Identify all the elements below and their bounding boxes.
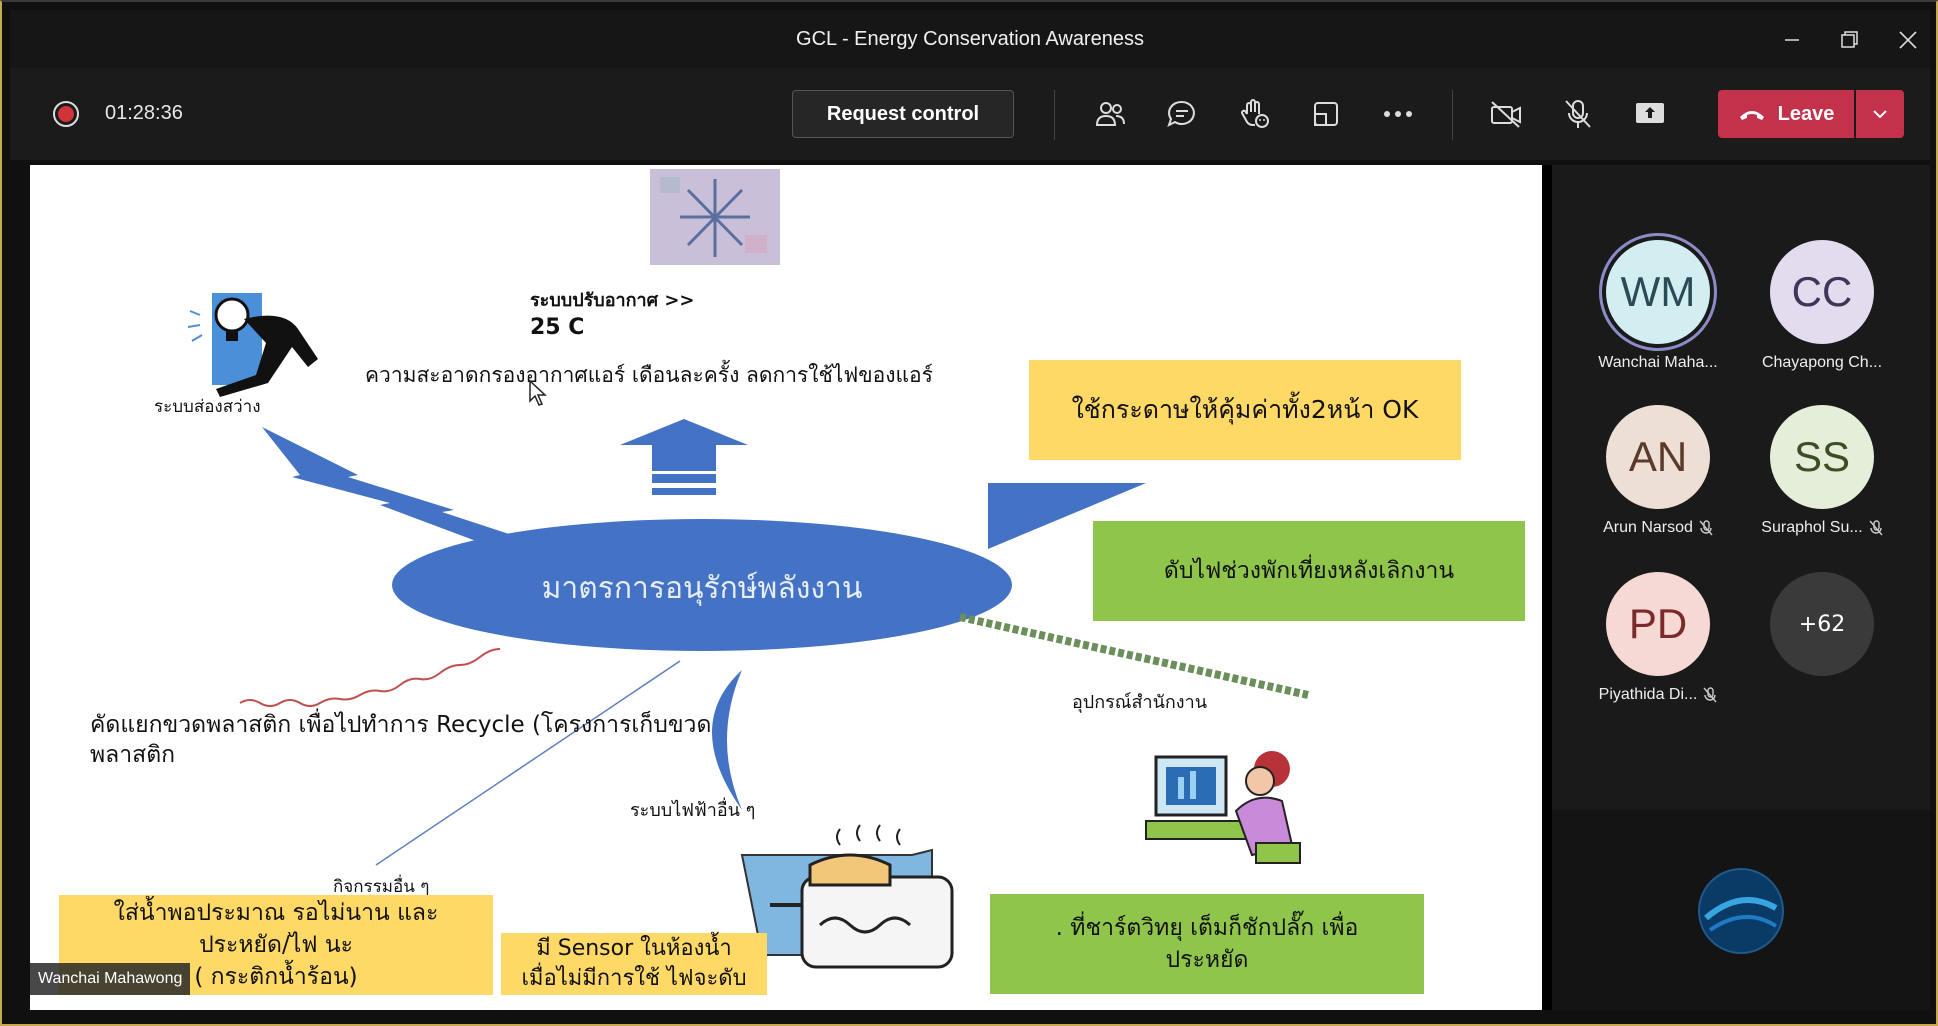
- toaster-clipart: [740, 824, 954, 969]
- leave-label: Leave: [1777, 102, 1835, 125]
- people-icon[interactable]: [1090, 94, 1130, 134]
- sensor-line2: เมื่อไม่มีการใช้ ไฟจะดับ: [521, 966, 747, 991]
- close-icon[interactable]: [1886, 20, 1930, 60]
- participant-name: Chayapong Ch...: [1752, 354, 1892, 372]
- restore-icon[interactable]: [1828, 20, 1872, 60]
- shared-slide: ระบบปรับอากาศ >> 25 C ความสะอาดกรองอากาศ…: [30, 165, 1542, 1010]
- aircon-label: ระบบปรับอากาศ >>: [530, 290, 695, 311]
- avatar: PD: [1606, 572, 1710, 676]
- participant-tile[interactable]: SS Suraphol Su...: [1752, 405, 1892, 537]
- water-line1: ใส่น้ำพอประมาณ รอไม่นาน และ: [113, 899, 439, 926]
- participant-tile[interactable]: CC Chayapong Ch...: [1752, 240, 1892, 372]
- recycle-text-line2: พลาสติก: [90, 742, 176, 768]
- sensor-box: มี Sensor ในห้องน้ำ เมื่อไม่มีการใช้ ไฟจ…: [501, 933, 767, 995]
- window-title: GCL - Energy Conservation Awareness: [796, 28, 1144, 50]
- charger-line2: ประหยัด: [1165, 947, 1249, 973]
- participants-panel: WM Wanchai Maha... CC Chayapong Ch... AN…: [1552, 165, 1930, 1010]
- avatar: CC: [1770, 240, 1874, 344]
- participant-tile[interactable]: PD Piyathida Di...: [1588, 572, 1728, 704]
- sensor-line1: มี Sensor ในห้องน้ำ: [536, 936, 732, 962]
- other-electric-label: ระบบไฟฟ้าอื่น ๆ: [630, 800, 756, 821]
- office-equipment-label: อุปกรณ์สำนักงาน: [1072, 692, 1207, 713]
- participant-name-text: Wanchai Maha...: [1598, 354, 1718, 371]
- participant-name-text: Suraphol Su...: [1761, 519, 1863, 536]
- avatar: SS: [1770, 405, 1874, 509]
- participant-name: Suraphol Su...: [1752, 519, 1892, 537]
- lightbulb-person-clipart: [187, 293, 318, 397]
- participant-tile[interactable]: AN Arun Narsod: [1588, 405, 1728, 537]
- title-bar: GCL - Energy Conservation Awareness: [10, 10, 1930, 68]
- snowflake-image: [650, 169, 780, 265]
- minimize-icon[interactable]: [1770, 20, 1814, 60]
- pointer-line: [375, 660, 681, 866]
- mic-off-icon: [1703, 687, 1717, 703]
- participant-tile[interactable]: WM Wanchai Maha...: [1588, 240, 1728, 372]
- aircon-temperature: 25 C: [530, 315, 585, 340]
- divider: [1054, 90, 1055, 140]
- self-video-area: [1552, 810, 1930, 1010]
- participant-name: Piyathida Di...: [1588, 686, 1728, 704]
- presenter-name-tag: Wanchai Mahawong: [30, 963, 191, 995]
- mic-off-icon[interactable]: [1558, 94, 1598, 134]
- participant-name-text: Piyathida Di...: [1598, 686, 1698, 703]
- lightning-bolt-shape: [262, 427, 518, 541]
- leave-options-chevron-icon[interactable]: [1856, 90, 1904, 138]
- profile-logo-icon: [1698, 868, 1784, 954]
- paper-box: ใช้กระดาษให้คุ้มค่าทั้ง2หน้า OK: [1029, 360, 1461, 460]
- participant-name: Arun Narsod: [1588, 519, 1728, 537]
- center-title: มาตรการอนุรักษ์พลังงาน: [541, 571, 863, 606]
- mic-off-icon: [1869, 520, 1883, 536]
- raise-hand-icon[interactable]: [1234, 94, 1274, 134]
- slide-divider: [1542, 165, 1552, 1010]
- avatar: WM: [1606, 240, 1710, 344]
- wedge-shape: [988, 483, 1146, 549]
- participant-name-text: Arun Narsod: [1603, 519, 1693, 536]
- charger-line1: . ที่ชาร์ตวิทยุ เต็มก็ชักปลั๊ก เพื่อ: [1055, 914, 1359, 941]
- share-screen-icon[interactable]: [1630, 94, 1670, 134]
- camera-off-icon[interactable]: [1486, 94, 1526, 134]
- water-line2: ประหยัด/ไฟ นะ: [199, 931, 353, 958]
- divider: [1452, 90, 1453, 140]
- recording-icon: [53, 101, 79, 127]
- wavy-line: [239, 648, 501, 707]
- other-activities-label: กิจกรรมอื่น ๆ: [333, 877, 430, 897]
- mouse-cursor-icon: [529, 380, 547, 406]
- chat-icon[interactable]: [1162, 94, 1202, 134]
- more-options-icon[interactable]: [1378, 94, 1418, 134]
- share-view-icon[interactable]: [1306, 94, 1346, 134]
- participant-name-text: Chayapong Ch...: [1761, 354, 1883, 371]
- lights-off-box: ดับไฟช่วงพักเที่ยงหลังเลิกงาน: [1093, 521, 1525, 621]
- moon-shape: [712, 670, 742, 810]
- chain-line: [959, 613, 1309, 699]
- center-ellipse: [392, 519, 1012, 651]
- participant-name: Wanchai Maha...: [1588, 354, 1728, 372]
- more-participants-count: +62: [1770, 572, 1874, 676]
- avatar: AN: [1606, 405, 1710, 509]
- request-control-button[interactable]: Request control: [792, 90, 1014, 138]
- up-arrow-shape: [620, 419, 748, 495]
- computer-user-clipart: [1145, 751, 1301, 864]
- more-participants-button[interactable]: +62: [1752, 572, 1892, 676]
- lighting-label: ระบบส่องสว่าง: [154, 397, 261, 417]
- charger-box: . ที่ชาร์ตวิทยุ เต็มก็ชักปลั๊ก เพื่อ ประ…: [990, 894, 1424, 994]
- aircon-clean-text: ความสะอาดกรองอากาศแอร์ เดือนละครั้ง ลดกา…: [365, 363, 933, 387]
- leave-button[interactable]: Leave: [1718, 90, 1854, 138]
- meeting-toolbar: 01:28:36 Request control Leave: [10, 68, 1930, 160]
- slide-graphics: [187, 169, 1309, 969]
- water-line3: ( กระติกน้ำร้อน): [194, 964, 358, 991]
- mic-off-icon: [1699, 520, 1713, 536]
- meeting-timer: 01:28:36: [105, 102, 183, 124]
- recycle-text-line1: คัดแยกขวดพลาสติก เพื่อไปทำการ Recycle (โ…: [90, 712, 712, 738]
- phone-hangup-icon: [1739, 111, 1764, 120]
